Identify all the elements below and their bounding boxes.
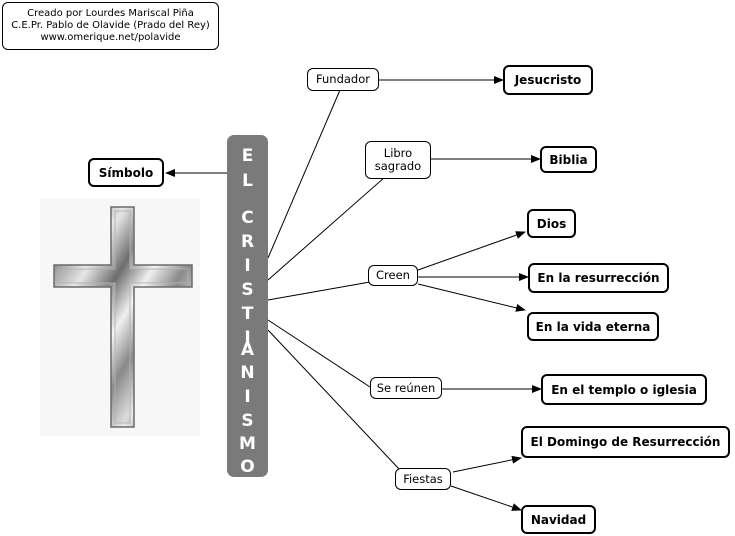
title-letter: L xyxy=(242,171,253,191)
node-creen-label: Creen xyxy=(376,268,410,282)
title-letter: O xyxy=(240,457,255,477)
node-simbolo-label: Símbolo xyxy=(98,165,154,180)
node-templo-label: En el templo o iglesia xyxy=(551,382,697,397)
node-simbolo: Símbolo xyxy=(88,158,164,187)
node-vida-eterna-label: En la vida eterna xyxy=(535,319,651,334)
node-fiestas-label: Fiestas xyxy=(403,471,443,486)
node-resurreccion-label: En la resurrección xyxy=(537,271,660,285)
title-letter: I xyxy=(244,387,251,407)
node-resurreccion: En la resurrección xyxy=(528,263,669,293)
title-letter: T xyxy=(241,304,254,324)
title-letter: S xyxy=(241,411,254,431)
title-letter: N xyxy=(240,363,255,383)
node-navidad-label: Navidad xyxy=(530,512,587,527)
credit-box: Creado por Lourdes Mariscal Piña C.E.Pr.… xyxy=(2,2,219,50)
title-letter: M xyxy=(239,434,256,454)
node-navidad: Navidad xyxy=(521,505,596,534)
title-letter: E xyxy=(241,146,254,166)
arrow-to-domingo xyxy=(452,455,522,473)
node-biblia-label: Biblia xyxy=(549,152,588,167)
node-jesucristo-label: Jesucristo xyxy=(514,73,582,87)
title-letter: A xyxy=(240,340,255,360)
title-letter: I xyxy=(244,256,251,276)
arrow-to-vida-eterna xyxy=(417,283,526,312)
node-dios-label: Dios xyxy=(536,216,567,231)
node-fiestas: Fiestas xyxy=(395,468,451,490)
node-vida-eterna: En la vida eterna xyxy=(527,312,659,341)
node-libro-label-line2: sagrado xyxy=(374,159,422,173)
line-to-se-reunen xyxy=(267,319,371,388)
node-libro-sagrado: Libro sagrado xyxy=(365,141,431,179)
line-to-libro xyxy=(267,176,386,281)
line-to-creen xyxy=(267,281,371,301)
credit-url: www.omerique.net/polavide xyxy=(40,32,181,43)
arrow-to-dios xyxy=(417,231,526,271)
title-letter: C xyxy=(241,208,254,228)
title-letter: R xyxy=(240,232,255,252)
title-letter: I xyxy=(244,328,251,348)
credit-author: Creado por Lourdes Mariscal Piña xyxy=(27,8,194,19)
node-jesucristo: Jesucristo xyxy=(503,65,593,95)
arrow-to-navidad xyxy=(450,485,522,511)
node-se-reunen-label: Se reúnen xyxy=(376,380,436,395)
node-creen: Creen xyxy=(368,265,418,286)
title-letter: S xyxy=(241,280,254,300)
node-fundador-label: Fundador xyxy=(316,72,370,86)
node-dios: Dios xyxy=(527,209,576,238)
node-domingo-label: El Domingo de Resurrección xyxy=(530,435,721,449)
node-se-reunen: Se reúnen xyxy=(370,377,442,399)
node-libro-label-line1: Libro xyxy=(383,146,413,160)
line-to-fundador xyxy=(267,89,341,259)
node-fundador: Fundador xyxy=(307,68,379,91)
node-domingo: El Domingo de Resurrección xyxy=(521,426,730,458)
credit-school: C.E.Pr. Pablo de Olavide (Prado del Rey) xyxy=(11,20,210,31)
title-bar: E L C R I S T I A N I S M O xyxy=(227,135,268,477)
line-to-fiestas xyxy=(267,329,401,471)
node-biblia: Biblia xyxy=(540,146,597,173)
node-templo: En el templo o iglesia xyxy=(541,374,707,405)
